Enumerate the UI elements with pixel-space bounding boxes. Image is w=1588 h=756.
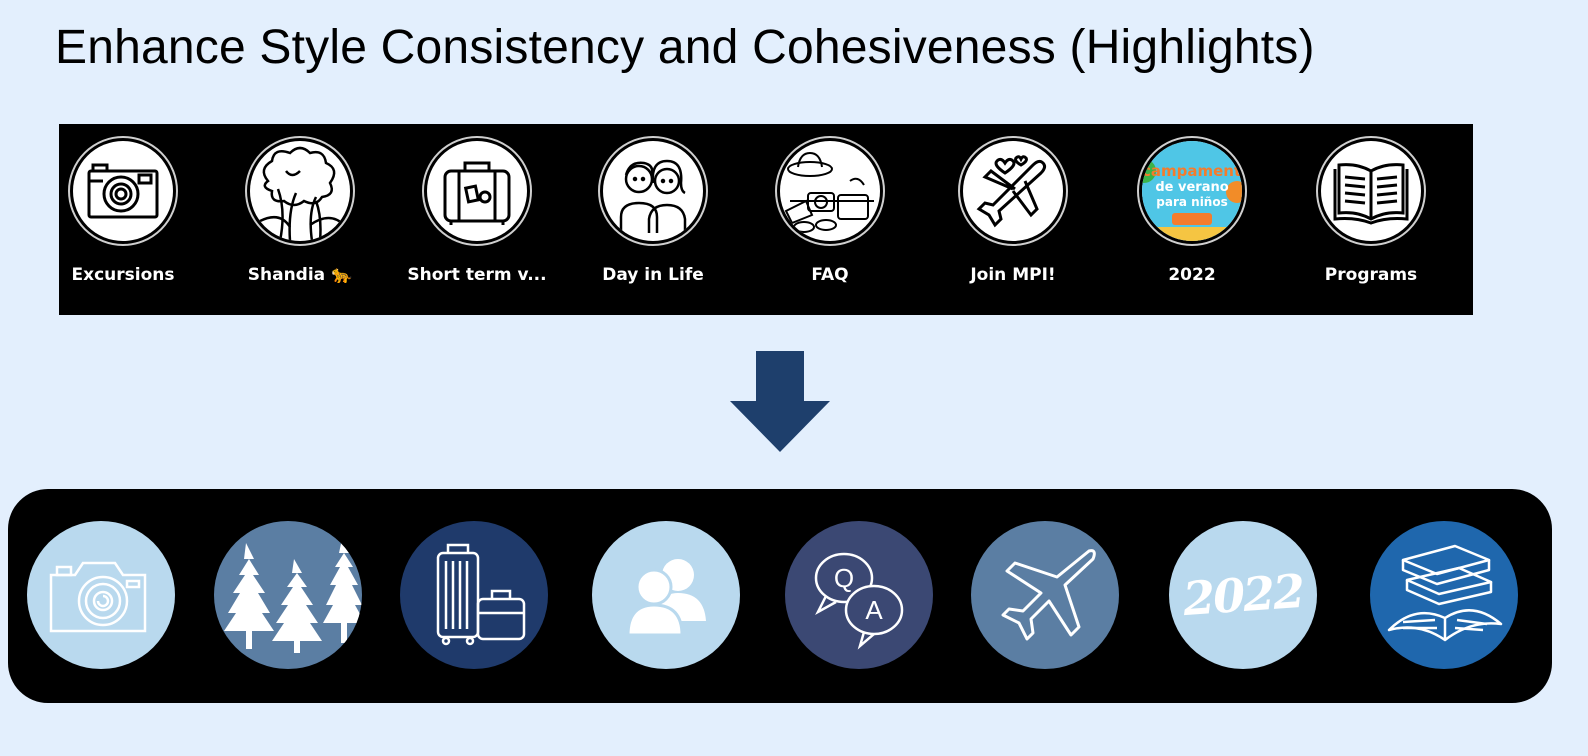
new-highlights-strip: Q A 2022 [8,489,1552,703]
slide-title: Enhance Style Consistency and Cohesivene… [55,21,1315,74]
old-highlights-strip: Excursions Shandia 🐆 [59,124,1473,315]
new-highlight-airplane[interactable] [971,521,1119,669]
camera-icon [87,163,159,219]
highlight-label: Shandia 🐆 [247,265,353,285]
highlight-programs[interactable]: Programs [1283,136,1459,285]
new-highlight-luggage[interactable] [400,521,548,669]
q-and-a-icon: Q A [814,552,904,650]
highlight-faq[interactable]: FAQ [742,136,918,285]
highlight-label: Short term v... [407,265,547,285]
highlight-shandia[interactable]: Shandia 🐆 [212,136,388,285]
new-highlight-camera[interactable] [27,521,175,669]
svg-text:Q: Q [834,563,854,593]
travel-items-icon [784,151,874,233]
camera-icon [49,561,147,633]
summer-camp-poster: campamento de verano para niños [1142,141,1242,241]
jungle-trees-icon [259,146,345,241]
new-highlight-faq[interactable]: Q A [785,521,933,669]
highlight-label: FAQ [811,265,849,285]
airplane-hearts-icon [976,155,1047,228]
highlight-excursions[interactable]: Excursions [35,136,211,285]
pine-trees-icon [224,539,362,653]
new-highlight-books[interactable] [1370,521,1518,669]
highlight-label: Excursions [71,265,175,285]
highlight-short-term[interactable]: Short term v... [389,136,565,285]
highlight-day-in-life[interactable]: Day in Life [565,136,741,285]
highlight-label: 2022 [1168,265,1216,285]
new-highlight-trees[interactable] [214,521,362,669]
new-highlight-people[interactable] [592,521,740,669]
airplane-icon [1001,549,1096,641]
highlight-label: Programs [1324,265,1418,285]
highlight-label: Day in Life [602,265,704,285]
2022-text-icon: 2022 [1181,563,1305,627]
highlight-join-mpi[interactable]: Join MPI! [925,136,1101,285]
down-arrow-icon [730,351,830,452]
highlight-label: Join MPI! [970,265,1056,285]
people-icon [626,559,706,637]
open-book-icon [1333,163,1409,225]
new-highlight-2022[interactable]: 2022 [1169,521,1317,669]
highlight-2022[interactable]: campamento de verano para niños 2022 [1104,136,1280,285]
suitcase-icon [443,161,511,225]
luggage-icon [436,543,526,646]
couple-icon [619,159,687,233]
books-icon [1387,544,1503,642]
svg-text:A: A [865,595,883,625]
